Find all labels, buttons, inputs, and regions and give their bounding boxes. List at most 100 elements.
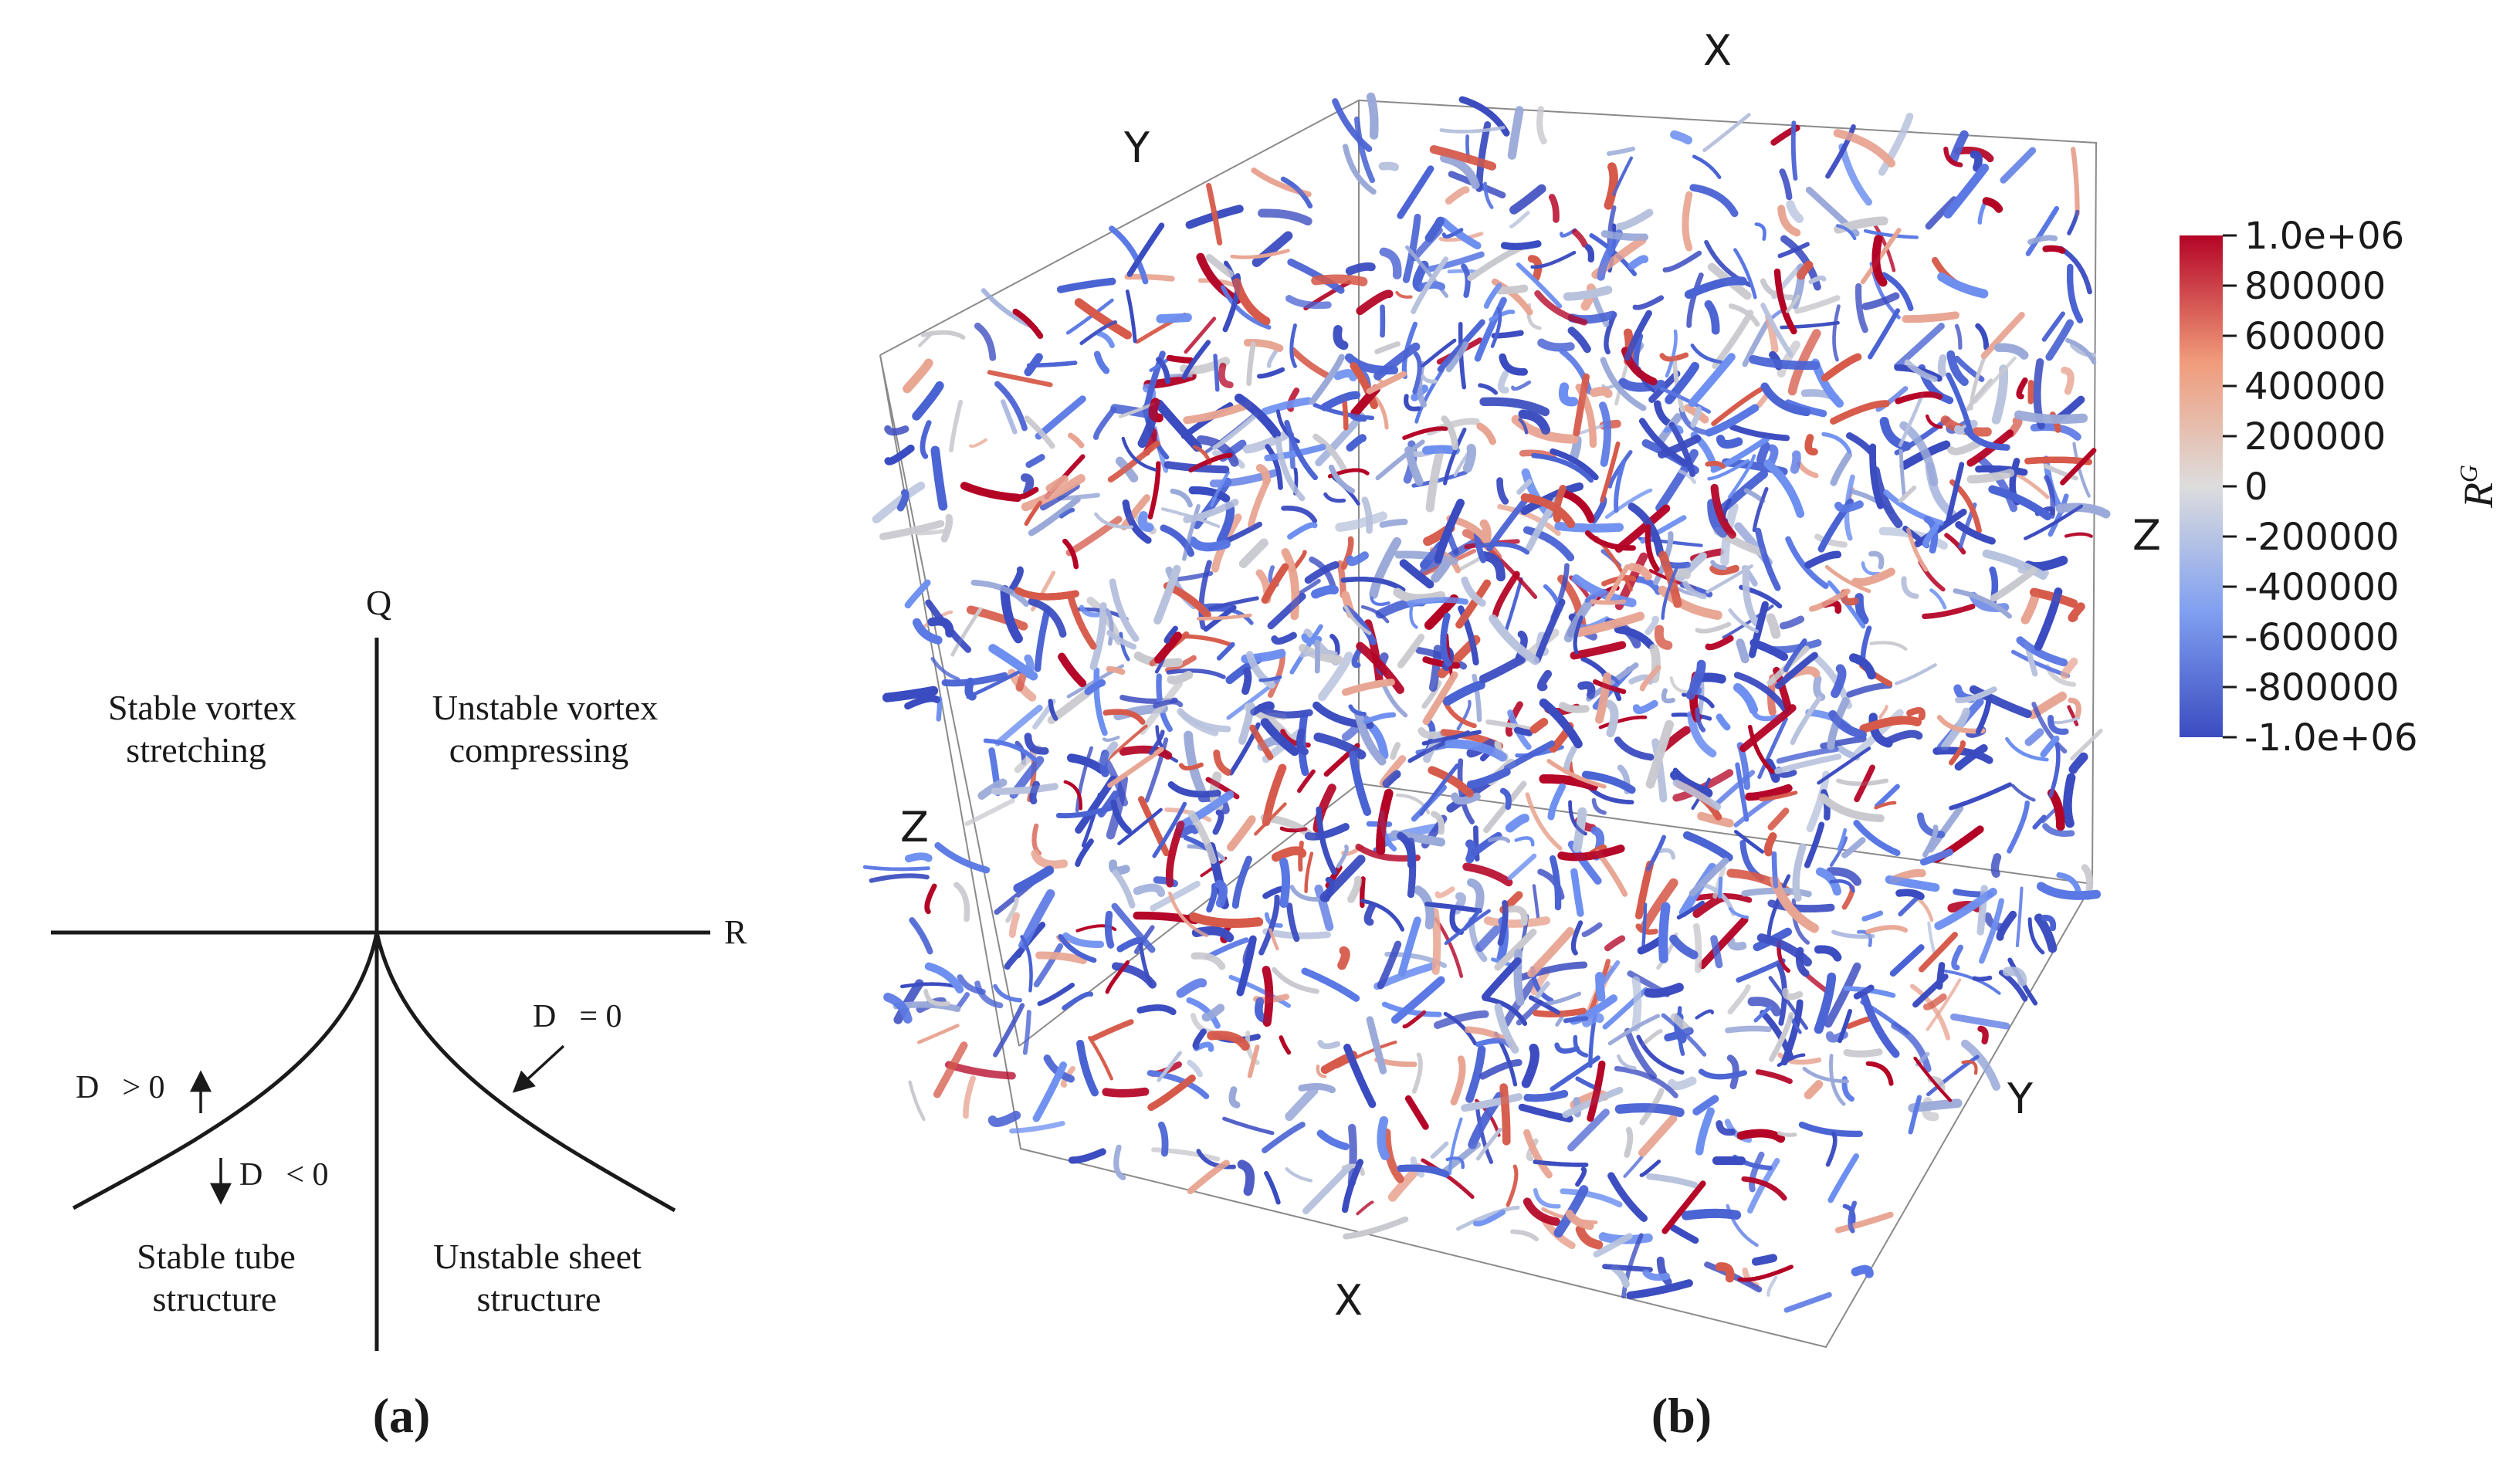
vortex-tube xyxy=(934,841,991,874)
vortex-tube xyxy=(1861,910,1883,922)
vortex-tube xyxy=(1748,724,1775,774)
vortex-tube xyxy=(1804,434,1818,455)
vortex-tube xyxy=(1124,273,1175,282)
vortex-tube xyxy=(1012,308,1044,339)
vortex-tube xyxy=(1693,892,1753,903)
vortex-tube xyxy=(1766,874,1791,938)
vortex-tube xyxy=(1287,258,1345,294)
vortex-tube xyxy=(1360,899,1404,932)
vortex-tube xyxy=(1342,1159,1363,1214)
vortex-tube xyxy=(1920,848,1953,866)
vortex-tube xyxy=(1005,896,1019,923)
vortex-tube xyxy=(1196,252,1241,304)
r-axis-label: R xyxy=(724,913,747,951)
vortex-tube xyxy=(1859,716,1922,733)
vortex-tube xyxy=(1462,862,1513,887)
vortex-tube xyxy=(915,529,947,536)
vortex-tube xyxy=(1206,183,1223,245)
vortex-tube xyxy=(2016,377,2028,400)
vortex-tube xyxy=(1774,753,1842,774)
vortex-tube xyxy=(1587,1060,1606,1122)
vortex-tube xyxy=(1105,960,1130,994)
vortex-tube xyxy=(1461,263,1471,298)
vortex-tube xyxy=(1737,1264,1793,1282)
vortex-tube xyxy=(2048,742,2061,798)
vortex-tube xyxy=(2068,697,2081,718)
vortex-tube xyxy=(2041,311,2065,342)
vortex-tube xyxy=(1456,699,1472,731)
vortex-tube xyxy=(1009,1121,1065,1134)
vortex-tube xyxy=(1496,477,1509,505)
vortex-tube xyxy=(1672,779,1722,811)
vortex-tube xyxy=(1312,403,1374,420)
vortex-tube xyxy=(1189,912,1264,928)
vortex-tube xyxy=(1644,523,1660,572)
vortex-tube xyxy=(1676,900,1705,920)
vortex-tube xyxy=(1428,766,1474,798)
vortex-tube xyxy=(1571,574,1637,608)
vortex-tube xyxy=(1733,672,1790,715)
vortex-tube xyxy=(969,438,987,449)
vortex-tube xyxy=(1514,726,1533,736)
vortex-tube xyxy=(1860,625,1872,661)
vortex-tube xyxy=(1951,944,1963,971)
vortex-tube xyxy=(1575,1166,1587,1187)
vortex-tube xyxy=(1606,146,1636,156)
vortex-tube xyxy=(1639,1088,1665,1126)
vortex-tube xyxy=(1458,605,1479,665)
vortex-tube xyxy=(1465,839,1477,864)
vortex-tube xyxy=(1353,116,1375,184)
vortex-tube xyxy=(1780,320,1840,330)
vortex-tube xyxy=(1144,737,1169,803)
vortex-tube xyxy=(1975,696,1992,735)
label-d-equals: D= 0 xyxy=(533,999,622,1034)
vortex-tube xyxy=(2067,263,2084,323)
vortex-tube xyxy=(1404,394,1421,411)
vortex-tube xyxy=(1304,851,1314,893)
vortex-tube xyxy=(1067,593,1097,650)
vortex-tube xyxy=(1316,806,1337,875)
vortex-tube xyxy=(1196,1149,1236,1170)
vortex-tube xyxy=(1816,867,1841,896)
vortex-tube xyxy=(896,489,909,512)
region-bottom-left-line1: Stable tube xyxy=(137,1237,296,1276)
panel-b-vortex-volume: X Y Z Z Y X 1.0e+06800000600000400000200… xyxy=(862,26,2501,1443)
vortex-tube xyxy=(1243,339,1284,352)
vortex-tube xyxy=(1644,615,1660,635)
vortex-tube xyxy=(1237,1159,1255,1197)
vortex-tube xyxy=(1184,730,1206,795)
vortex-tube xyxy=(1177,824,1200,838)
vortex-tube xyxy=(917,1024,960,1044)
vortex-tube xyxy=(1688,857,1729,897)
vortex-tube xyxy=(1704,300,1720,335)
vortex-tube xyxy=(1638,1114,1678,1157)
vortex-tube xyxy=(884,444,915,465)
vortex-tube xyxy=(1440,612,1452,667)
colorbar-tick-label: -1.0e+06 xyxy=(2244,716,2417,760)
vortex-tube xyxy=(1705,461,1726,469)
vortex-tube xyxy=(1684,276,1747,299)
vortex-tube xyxy=(1944,533,1966,555)
vortex-tube xyxy=(2045,319,2074,361)
vortex-tube xyxy=(1665,362,1699,405)
vortex-tube xyxy=(904,579,931,609)
vortex-tube xyxy=(1150,880,1201,912)
vortex-tube xyxy=(1261,397,1312,416)
vortex-tube xyxy=(1598,715,1648,730)
vortex-tube xyxy=(1264,1171,1281,1205)
vortex-tube xyxy=(2072,442,2091,498)
vortex-tube xyxy=(1979,898,2004,964)
vortex-tube xyxy=(1820,736,1867,750)
vortex-tube xyxy=(1898,894,1922,917)
vortex-tube xyxy=(1697,811,1734,828)
colorbar-tick-label: -600000 xyxy=(2244,616,2400,659)
vortex-tube xyxy=(1192,1028,1207,1050)
vortex-tube xyxy=(1553,485,1567,523)
vortex-tube xyxy=(1024,353,1043,377)
vortex-tube xyxy=(1786,200,1804,224)
vortex-tube xyxy=(1119,631,1130,662)
vortex-tube xyxy=(1148,398,1163,423)
axis-label-z-left: Z xyxy=(900,803,929,851)
vortex-tube xyxy=(872,481,926,524)
vortex-tube xyxy=(1846,432,1876,456)
